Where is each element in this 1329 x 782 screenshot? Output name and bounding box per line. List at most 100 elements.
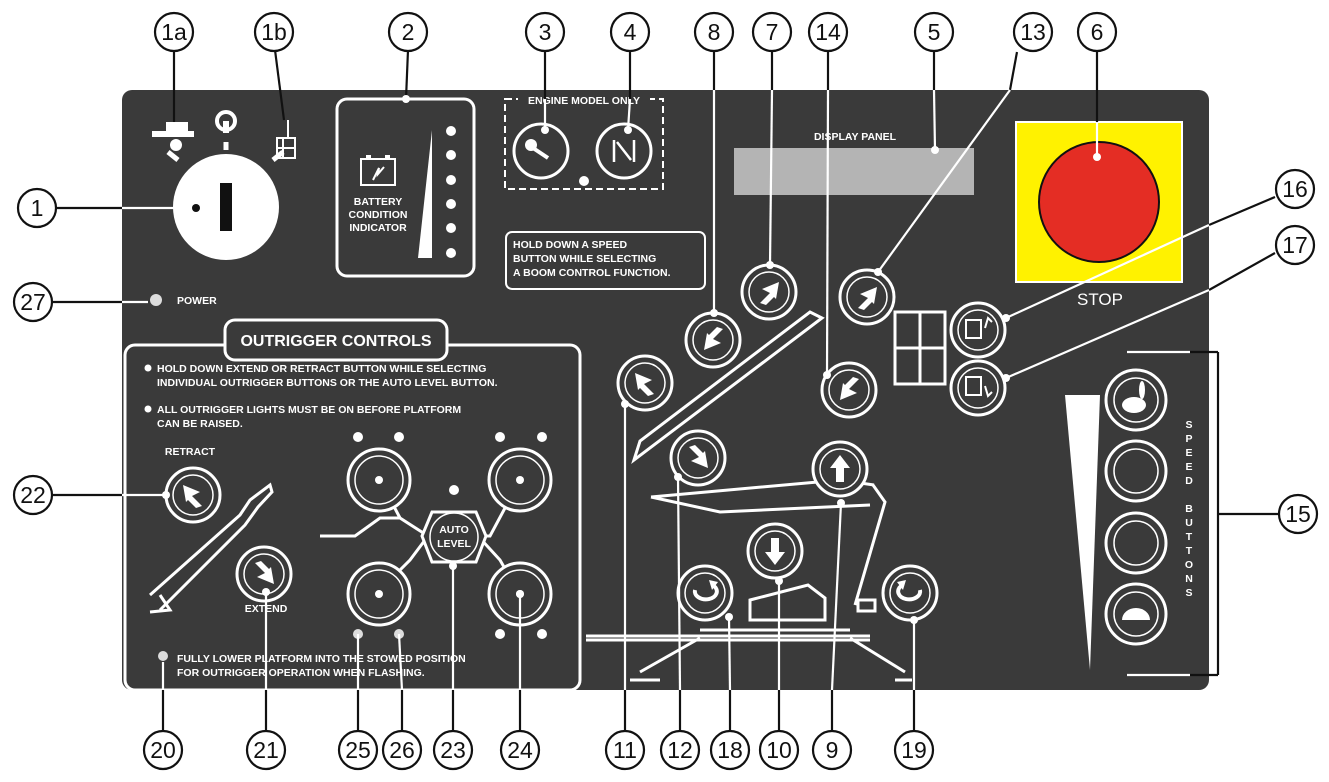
engine-controls: ENGINE MODEL ONLY	[504, 94, 664, 190]
callout-22: 22	[12, 474, 54, 516]
rabbit-icon	[1122, 397, 1146, 413]
auto-level-button[interactable]: AUTO LEVEL	[420, 510, 488, 564]
speed-letter: E	[1185, 461, 1192, 473]
turntable-rotate-left-button[interactable]	[676, 564, 734, 622]
emergency-stop-button[interactable]	[1038, 141, 1160, 263]
callout-18: 18	[709, 729, 751, 771]
callout-7: 7	[751, 11, 793, 53]
jib-down-button[interactable]	[820, 361, 878, 419]
callout-8: 8	[693, 11, 735, 53]
callout-17: 17	[1274, 224, 1316, 266]
callout-1a: 1a	[153, 11, 195, 53]
outrigger-note2-line1: ALL OUTRIGGER LIGHTS MUST BE ON BEFORE P…	[157, 404, 461, 416]
battery-condition-indicator: BATTERY CONDITION INDICATOR	[335, 97, 476, 278]
callout-26: 26	[381, 729, 423, 771]
speed-letter: S	[1185, 587, 1192, 599]
boom-retract-button[interactable]	[616, 354, 674, 412]
svg-text:1a: 1a	[161, 19, 187, 45]
leader-end-dots	[162, 95, 1101, 624]
battery-label-line2: CONDITION	[349, 209, 408, 221]
speed-letter: N	[1185, 573, 1193, 585]
callout-6: 6	[1076, 11, 1118, 53]
stop-label: STOP	[1077, 290, 1123, 309]
callout-25: 25	[337, 729, 379, 771]
power-indicator-light	[150, 294, 162, 306]
callout-9: 9	[811, 729, 853, 771]
svg-text:5: 5	[928, 19, 941, 45]
speed-note-line1: HOLD DOWN A SPEED	[513, 239, 628, 251]
outrigger-controls-title: OUTRIGGER CONTROLS	[240, 333, 431, 350]
outrigger-front-left-button[interactable]	[346, 447, 412, 513]
svg-text:22: 22	[20, 482, 46, 508]
svg-text:18: 18	[717, 737, 743, 763]
callout-27: 27	[12, 281, 54, 323]
speed-ramp-graphic	[1065, 395, 1100, 670]
outrigger-note1-line1: HOLD DOWN EXTEND OR RETRACT BUTTON WHILE…	[157, 363, 486, 375]
speed-letter: P	[1185, 433, 1192, 445]
turntable-rotate-right-button[interactable]	[881, 564, 939, 622]
secondary-boom-down-button[interactable]	[746, 522, 804, 580]
platform-level-up-button[interactable]	[949, 301, 1007, 359]
svg-text:20: 20	[150, 737, 176, 763]
callout-leaders	[52, 49, 1279, 730]
boom-extend-button[interactable]	[669, 429, 727, 487]
svg-text:1b: 1b	[261, 19, 287, 45]
speed-low-button[interactable]	[1104, 582, 1168, 646]
secondary-boom-up-button[interactable]	[811, 440, 869, 498]
outrigger-rear-left-button[interactable]	[346, 561, 412, 627]
platform-level-down-button[interactable]	[949, 359, 1007, 417]
display-panel	[734, 148, 974, 195]
jib-up-button[interactable]	[838, 268, 896, 326]
speed-letter: U	[1185, 517, 1193, 529]
outrigger-retract-button[interactable]	[164, 466, 222, 524]
speed-note-line3: A BOOM CONTROL FUNCTION.	[513, 267, 671, 279]
callout-3: 3	[524, 11, 566, 53]
speed-letter: T	[1186, 545, 1193, 557]
boom-up-button[interactable]	[740, 263, 798, 321]
boom-down-button[interactable]	[684, 311, 742, 369]
callout-24: 24	[499, 729, 541, 771]
callout-19: 19	[893, 729, 935, 771]
power-label: POWER	[177, 295, 217, 307]
glow-plug-icon	[612, 140, 636, 162]
callout-1b: 1b	[253, 11, 295, 53]
speed-medium-low-button[interactable]	[1104, 511, 1168, 575]
battery-icon	[360, 158, 396, 186]
callout-12: 12	[659, 729, 701, 771]
speed-high-button[interactable]	[1104, 368, 1168, 432]
retract-label: RETRACT	[165, 446, 216, 458]
callout-16: 16	[1274, 168, 1316, 210]
stow-indicator-light	[158, 651, 168, 661]
svg-text:15: 15	[1285, 501, 1311, 527]
battery-label-line3: INDICATOR	[349, 222, 407, 234]
speed-letter: E	[1185, 447, 1192, 459]
callout-15: 15	[1277, 493, 1319, 535]
stow-note-line2: FOR OUTRIGGER OPERATION WHEN FLASHING.	[177, 667, 425, 679]
speed-letter: O	[1185, 559, 1193, 571]
svg-text:23: 23	[440, 737, 466, 763]
outrigger-front-right-button[interactable]	[487, 447, 553, 513]
svg-text:14: 14	[815, 19, 841, 45]
svg-text:13: 13	[1020, 19, 1046, 45]
svg-text:27: 27	[20, 289, 46, 315]
svg-text:9: 9	[826, 737, 839, 763]
auto-level-line2: LEVEL	[437, 538, 471, 550]
svg-text:25: 25	[345, 737, 371, 763]
callout-11: 11	[604, 729, 646, 771]
engine-led	[579, 176, 589, 186]
svg-text:16: 16	[1282, 176, 1308, 202]
callout-4: 4	[609, 11, 651, 53]
outrigger-extend-button[interactable]	[235, 545, 293, 603]
svg-text:6: 6	[1091, 19, 1104, 45]
svg-text:26: 26	[389, 737, 415, 763]
svg-text:4: 4	[624, 19, 637, 45]
outrigger-controls: OUTRIGGER CONTROLS HOLD DOWN EXTEND OR R…	[123, 318, 582, 692]
stow-note-line1: FULLY LOWER PLATFORM INTO THE STOWED POS…	[177, 653, 466, 665]
display-panel-label: DISPLAY PANEL	[814, 131, 897, 143]
speed-medium-high-button[interactable]	[1104, 439, 1168, 503]
turtle-icon	[1122, 608, 1150, 620]
svg-text:10: 10	[766, 737, 792, 763]
